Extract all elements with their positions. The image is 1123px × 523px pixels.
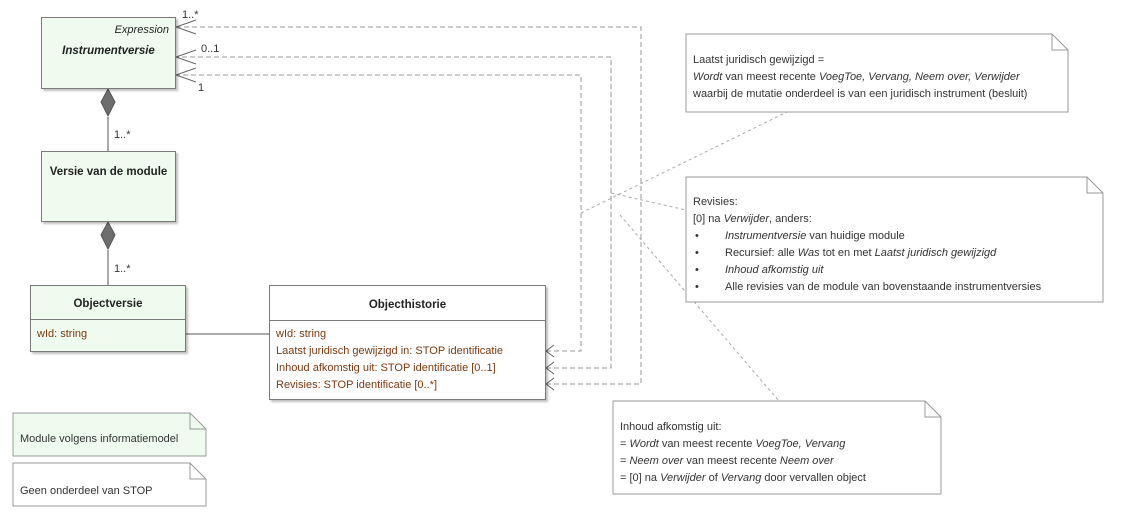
note-line: = [0] na Verwijder of Vervang door verva…: [620, 470, 866, 487]
legend-shape-module: [12, 412, 207, 457]
note-shape-laatst: [685, 33, 1069, 113]
note-text: van huidige module: [806, 230, 905, 242]
class-name: Objectversie: [73, 298, 143, 310]
note-text: Neem over: [779, 455, 834, 467]
legend-fold-stop: [189, 463, 206, 480]
note-text: Instrumentversie: [725, 230, 807, 242]
class-name: Objecthistorie: [368, 299, 447, 311]
class-versie-van-de-module[interactable]: Versie van de module: [41, 151, 176, 222]
multiplicity-revisies: 1..*: [182, 9, 199, 21]
note-laatst-juridisch-gewijzigd: Laatst juridisch gewijzigd = Wordt van m…: [686, 34, 1068, 112]
arrowhead-laatst: [174, 67, 197, 83]
note-text: = [0] na: [620, 472, 661, 484]
note-bullet: Recursief: alle Was tot en met Laatst ju…: [693, 245, 1041, 262]
class-instrumentversie[interactable]: Expression Instrumentversie: [41, 17, 176, 89]
note-text: Inhoud afkomstig uit: [725, 264, 824, 276]
note-text: van meest recente: [683, 455, 780, 467]
note-line: waarbij de mutatie onderdeel is van een …: [693, 88, 1028, 100]
dependency-revisies: [176, 26, 642, 385]
arrowhead-inhoud: [174, 49, 197, 65]
note-text: VoegToe, Vervang: [755, 438, 846, 450]
arrowhead-target-revisies: [545, 377, 555, 391]
note-fold-revisies: [1086, 177, 1103, 194]
note-text: VoegToe, Vervang, Neem over, Verwijder: [818, 71, 1020, 83]
note-text: Verwijder: [723, 213, 770, 225]
class-separator: [31, 319, 185, 320]
multiplicity-inhoud: 0..1: [201, 43, 220, 55]
note-text: Wordt: [693, 71, 723, 83]
note-fold-laatst: [1051, 34, 1068, 51]
legend-geen-onderdeel-van-stop: Geen onderdeel van STOP: [13, 463, 206, 506]
note-text: van meest recente: [722, 71, 819, 83]
note-line: = Wordt van meest recente VoegToe, Verva…: [620, 436, 866, 453]
note-line: Inhoud afkomstig uit:: [620, 421, 722, 433]
note-line: = Neem over van meest recente Neem over: [620, 453, 866, 470]
attribute-inhoud-afkomstig-uit: Inhoud afkomstig uit: STOP identificatie…: [276, 362, 496, 374]
note-anchor-revisies: [610, 192, 687, 211]
note-text: van meest recente: [658, 438, 756, 450]
note-text: Recursief: alle: [725, 247, 798, 259]
class-objecthistorie[interactable]: Objecthistorie wId: string Laatst juridi…: [269, 285, 546, 400]
note-line: Wordt van meest recente VoegToe, Vervang…: [693, 69, 1027, 86]
note-anchor-inhoud: [619, 214, 779, 401]
dependency-inhoud: [176, 56, 612, 369]
stereotype-label: Expression: [114, 24, 169, 36]
composition-diamond-instrument: [100, 87, 116, 118]
note-text: Alle revisies van de module van bovensta…: [725, 281, 1042, 293]
note-fold-inhoud: [924, 401, 941, 418]
note-line: Revisies:: [693, 196, 738, 208]
class-name: Instrumentversie: [62, 45, 155, 57]
arrowhead-target-laatst: [545, 344, 555, 358]
multiplicity-laatst: 1: [198, 82, 205, 94]
note-text: =: [620, 455, 630, 467]
multiplicity-module: 1..*: [114, 129, 131, 141]
arrowhead-target-inhoud: [545, 361, 555, 375]
attribute-wid: wId: string: [276, 328, 327, 340]
class-objectversie[interactable]: Objectversie wId: string: [30, 285, 186, 352]
note-anchor-laatst: [580, 111, 788, 214]
note-bullet: Instrumentversie van huidige module: [693, 228, 1041, 245]
attribute-wid: wId: string: [37, 328, 88, 340]
legend-fold-module: [189, 413, 206, 430]
note-text: Wordt: [629, 438, 659, 450]
note-text: Verwijder: [660, 472, 706, 484]
note-inhoud-afkomstig-uit: Inhoud afkomstig uit: = Wordt van meest …: [613, 401, 941, 494]
note-text: =: [620, 438, 630, 450]
note-text: Laatst juridisch gewijzigd: [874, 247, 997, 259]
note-text: [0] na: [693, 213, 724, 225]
note-shape-inhoud: [612, 400, 942, 495]
attribute-revisies: Revisies: STOP identificatie [0..*]: [276, 379, 437, 391]
legend-text: Module volgens informatiemodel: [20, 433, 179, 445]
note-text: , anders:: [769, 213, 812, 225]
class-separator: [270, 320, 545, 321]
note-text: of: [705, 472, 721, 484]
note-text: tot en met: [819, 247, 875, 259]
composition-diamond-module: [100, 220, 116, 251]
note-bullet: Inhoud afkomstig uit: [693, 262, 1041, 279]
arrowhead-revisies: [174, 19, 197, 35]
class-name: Versie van de module: [49, 166, 168, 178]
note-text: Was: [797, 247, 820, 259]
legend-module-volgens-informatiemodel: Module volgens informatiemodel: [13, 413, 206, 456]
attribute-laatst-juridisch-gewijzigd: Laatst juridisch gewijzigd in: STOP iden…: [276, 345, 504, 357]
note-text: Vervang: [720, 472, 762, 484]
note-revisies: Revisies: [0] na Verwijder, anders: Inst…: [686, 177, 1103, 302]
note-line: [0] na Verwijder, anders:: [693, 211, 1041, 228]
note-text: Neem over: [629, 455, 684, 467]
note-bullet: Alle revisies van de module van bovensta…: [693, 279, 1041, 296]
legend-shape-stop: [12, 462, 207, 507]
legend-text: Geen onderdeel van STOP: [20, 485, 153, 497]
note-line: Laatst juridisch gewijzigd =: [693, 54, 825, 66]
multiplicity-objectversie: 1..*: [114, 263, 131, 275]
note-text: door vervallen object: [761, 472, 866, 484]
